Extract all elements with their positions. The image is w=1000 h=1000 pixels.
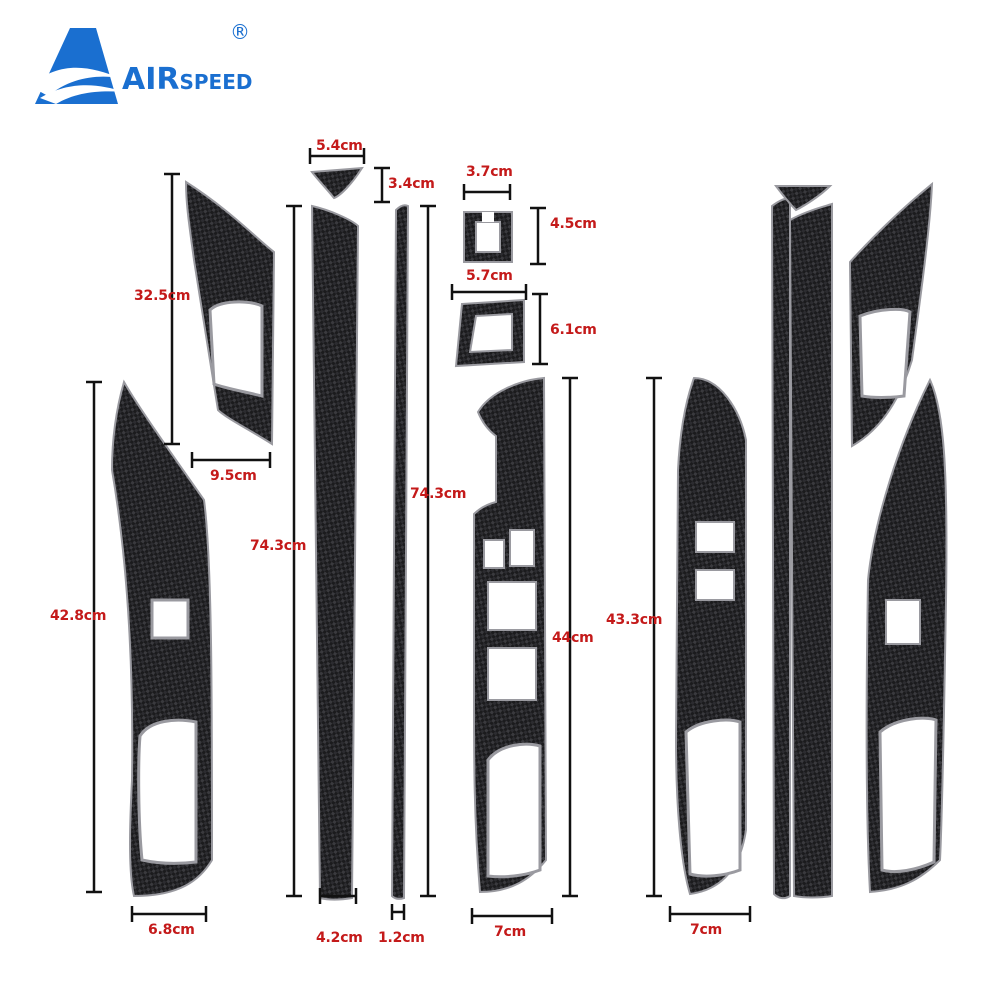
brand-tail-letters: SPEED	[179, 70, 253, 94]
right-top-panel	[848, 181, 934, 448]
thin-strip	[390, 204, 410, 900]
dim-label-right-panel-height: 43.3cm	[606, 612, 663, 628]
registered-mark: ®	[230, 20, 250, 44]
right-door-panel	[674, 376, 747, 896]
brand-mid-letters: IR	[145, 62, 180, 97]
dim-label-corner-triangle-height: 3.4cm	[388, 176, 435, 192]
driver-switch-panel	[473, 376, 548, 894]
right-rear-panel	[865, 377, 948, 894]
front-left-door-panel	[110, 379, 214, 898]
dim-label-driver-panel-width: 7cm	[494, 924, 527, 940]
brand-wordmark: AIRSPEED	[122, 62, 252, 97]
dim-label-long-strip-width: 4.2cm	[316, 930, 363, 946]
logo-wave-icon	[40, 85, 124, 104]
logo-wave-icon	[30, 67, 120, 96]
dim-label-corner-triangle-width: 5.4cm	[316, 138, 363, 154]
dimension-lines	[86, 148, 752, 924]
front-left-top-panel	[184, 180, 276, 446]
right-long-strip	[770, 185, 833, 900]
dim-label-small-frame-height: 4.5cm	[550, 216, 597, 232]
dim-label-driver-panel-height: 44cm	[552, 630, 594, 646]
airspeed-logo	[30, 28, 124, 104]
dim-label-mid-frame-height: 6.1cm	[550, 322, 597, 338]
dim-label-front-left-panel-width: 6.8cm	[148, 922, 195, 938]
dim-label-front-left-panel-height: 42.8cm	[50, 608, 107, 624]
corner-triangle	[310, 166, 364, 200]
brand-lead-letter: A	[122, 62, 146, 97]
dim-label-front-left-top-height: 32.5cm	[134, 288, 191, 304]
dim-label-thin-strip-width: 1.2cm	[378, 930, 425, 946]
dim-label-long-strip-height: 74.3cm	[250, 538, 307, 554]
dim-label-front-left-top-width: 9.5cm	[210, 468, 257, 484]
dim-label-mid-frame-width: 5.7cm	[466, 268, 513, 284]
small-frame	[463, 211, 513, 263]
mid-frame	[454, 298, 525, 368]
dim-label-right-panel-width: 7cm	[690, 922, 723, 938]
dim-label-small-frame-width: 3.7cm	[466, 164, 513, 180]
dim-label-thin-strip-height: 74.3cm	[410, 486, 467, 502]
long-strip	[310, 204, 360, 901]
